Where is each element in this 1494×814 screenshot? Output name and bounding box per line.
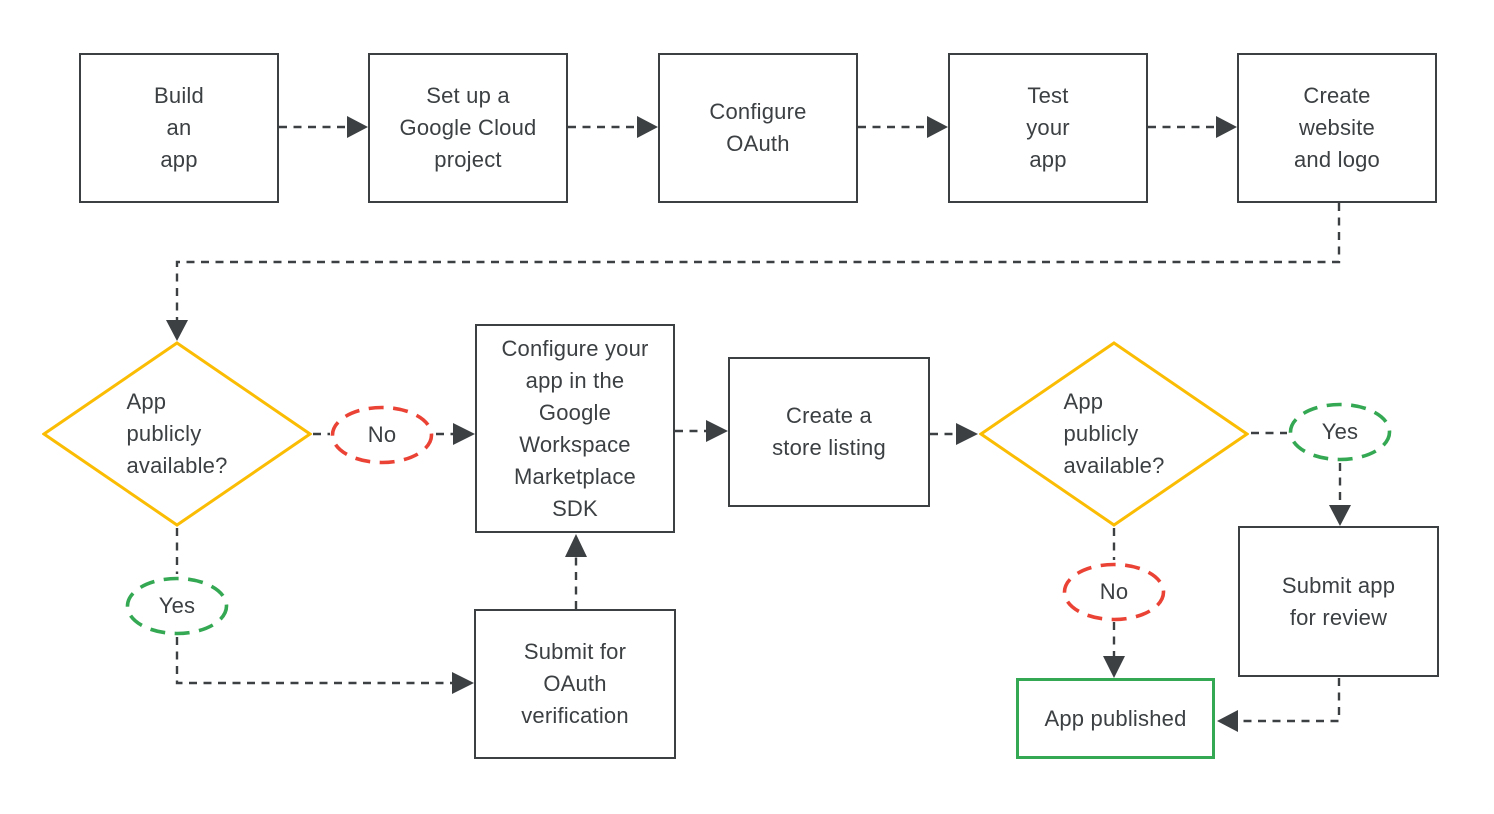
terminal-app-published-label: App published — [1044, 705, 1187, 731]
decision-app-publicly-available-2-label: App publicly available? — [1063, 389, 1165, 478]
process-submit-app-for-review-label: Submit app for review — [1281, 572, 1396, 630]
edge-label-yes-1: Yes — [125, 576, 229, 636]
process-create-website-and-logo-label: Create website and logo — [1293, 83, 1380, 172]
process-build-app: Build an app — [79, 53, 279, 203]
process-submit-app-for-review: Submit app for review — [1238, 526, 1439, 677]
process-create-store-listing: Create a store listing — [728, 357, 930, 507]
diamond-shape — [42, 341, 312, 527]
edge-label-yes-1-text: Yes — [158, 593, 196, 618]
yes-ellipse-icon — [1288, 402, 1392, 462]
process-create-store-listing-label: Create a store listing — [772, 403, 886, 460]
process-submit-oauth-verification: Submit for OAuth verification — [474, 609, 676, 759]
no-ellipse-icon — [1062, 562, 1166, 622]
yes-ellipse-icon — [125, 576, 229, 636]
terminal-app-published: App published — [1016, 678, 1215, 759]
process-setup-google-cloud-project: Set up a Google Cloud project — [368, 53, 568, 203]
edge-label-yes-2-text: Yes — [1321, 419, 1359, 444]
process-build-app-label: Build an app — [154, 83, 204, 172]
no-ellipse-icon — [330, 405, 434, 465]
edge-label-yes-2: Yes — [1288, 402, 1392, 462]
diamond-shape — [979, 341, 1249, 527]
edge-label-no-2: No — [1062, 562, 1166, 622]
decision-app-publicly-available-1: App publicly available? — [42, 341, 312, 527]
edge-label-no-2-text: No — [1099, 579, 1129, 604]
decision-app-publicly-available-1-label: App publicly available? — [126, 389, 228, 478]
process-submit-oauth-verification-label: Submit for OAuth verification — [521, 639, 629, 728]
process-test-your-app-label: Test your app — [1026, 83, 1070, 172]
process-test-your-app: Test your app — [948, 53, 1148, 203]
process-configure-oauth: Configure OAuth — [658, 53, 858, 203]
edge-label-no-1: No — [330, 405, 434, 465]
process-configure-oauth-label: Configure OAuth — [709, 99, 807, 156]
process-configure-marketplace-sdk: Configure your app in the Google Workspa… — [475, 324, 675, 533]
edge-label-no-1-text: No — [367, 422, 397, 447]
process-setup-google-cloud-project-label: Set up a Google Cloud project — [399, 83, 537, 172]
decision-app-publicly-available-2: App publicly available? — [979, 341, 1249, 527]
process-create-website-and-logo: Create website and logo — [1237, 53, 1437, 203]
process-configure-marketplace-sdk-label: Configure your app in the Google Workspa… — [501, 335, 649, 521]
